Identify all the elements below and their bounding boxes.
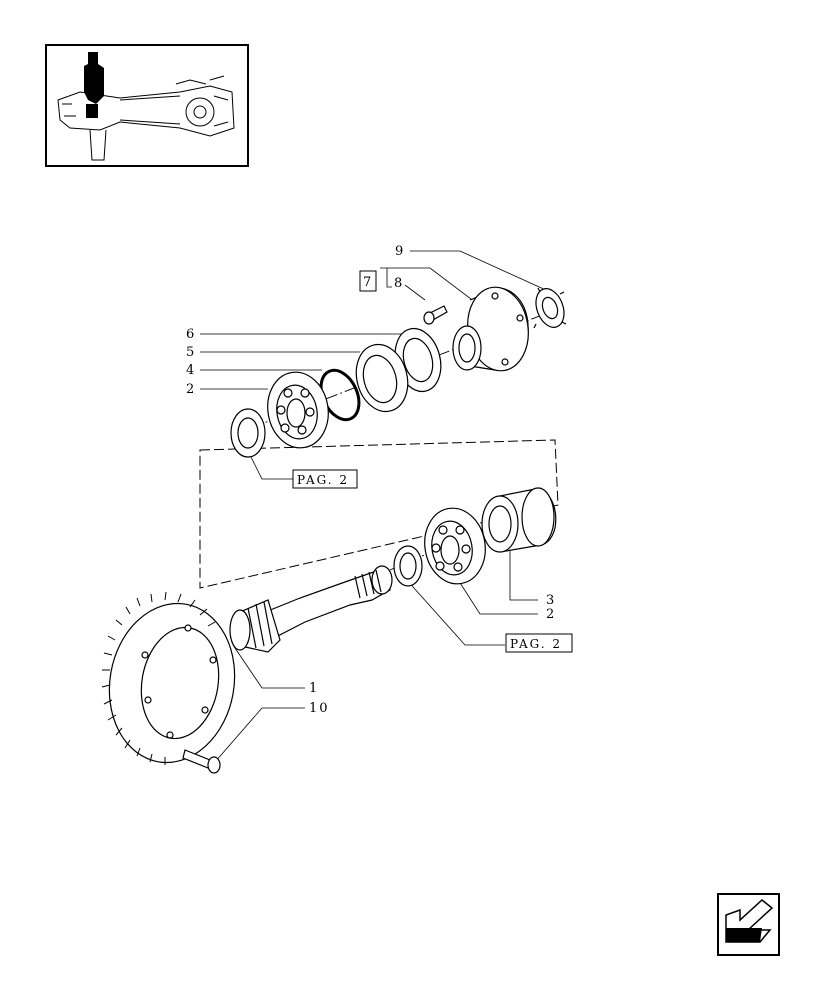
part-1-pinion-shaft[interactable] bbox=[229, 565, 393, 653]
callout-1: 1 bbox=[309, 681, 317, 696]
callout-5: 5 bbox=[186, 345, 194, 360]
callout-9: 9 bbox=[395, 244, 403, 259]
page-ref-upper-label: PAG. 2 bbox=[297, 473, 349, 487]
assembly-group-outline bbox=[199, 439, 559, 589]
callout-8: 8 bbox=[394, 276, 402, 291]
callout-4: 4 bbox=[186, 363, 194, 378]
group-box-7: 7 bbox=[359, 270, 377, 292]
part-2-roller-bearing-upper[interactable] bbox=[262, 367, 334, 452]
part-1-ring-gear[interactable] bbox=[97, 591, 247, 773]
page-ref-upper[interactable]: PAG. 2 bbox=[292, 469, 358, 489]
part-5-bearing-cup[interactable] bbox=[349, 339, 415, 418]
callout-numbers: 9 8 6 5 4 2 3 2 1 10 bbox=[186, 244, 554, 716]
shim-lower[interactable] bbox=[393, 545, 423, 587]
group-box-label: 7 bbox=[363, 275, 371, 290]
callout-2-upper: 2 bbox=[186, 382, 194, 397]
part-9-nut[interactable] bbox=[531, 285, 569, 331]
part-2-roller-bearing-lower[interactable] bbox=[419, 503, 491, 588]
axle-assembly-thumbnail-icon[interactable] bbox=[45, 44, 249, 167]
part-8-bolt[interactable] bbox=[423, 305, 448, 325]
page-ref-lower[interactable]: PAG. 2 bbox=[505, 633, 573, 653]
callout-2-lower: 2 bbox=[546, 607, 554, 622]
callout-10: 10 bbox=[309, 701, 330, 716]
callout-3: 3 bbox=[546, 593, 554, 608]
shim-upper[interactable] bbox=[230, 408, 266, 458]
part-3-sleeve[interactable] bbox=[481, 487, 557, 553]
back-arrow-icon[interactable] bbox=[717, 893, 780, 956]
page-ref-lower-label: PAG. 2 bbox=[510, 637, 562, 651]
callout-6: 6 bbox=[186, 327, 194, 342]
part-10-bolt[interactable] bbox=[182, 749, 221, 774]
part-8-flange[interactable] bbox=[452, 283, 534, 375]
